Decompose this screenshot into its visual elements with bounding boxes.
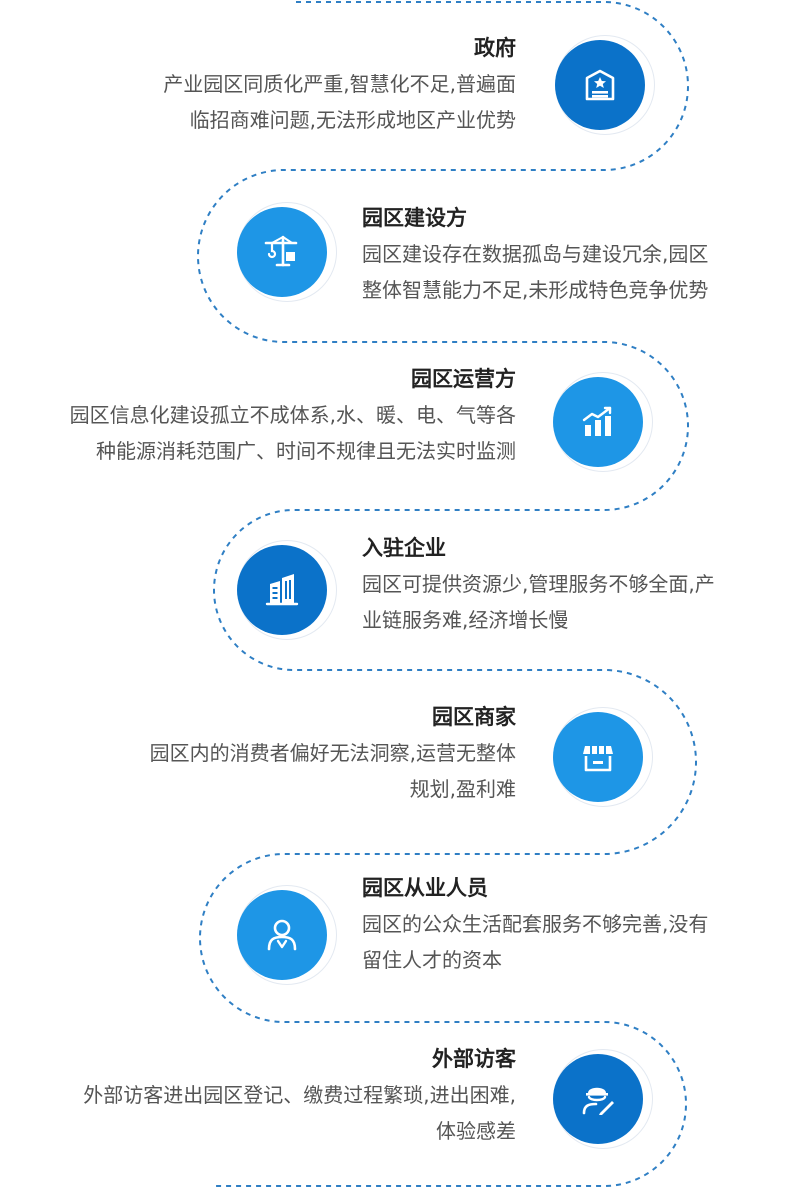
entry-description: 园区建设存在数据孤岛与建设冗余,园区 整体智慧能力不足,未形成特色竞争优势 bbox=[362, 242, 709, 302]
builder-badge bbox=[237, 207, 327, 297]
operator-badge bbox=[553, 377, 643, 467]
office-buildings-icon bbox=[265, 574, 299, 606]
visitor-icon bbox=[582, 1087, 614, 1115]
storefront-icon bbox=[583, 746, 613, 772]
entry-description: 园区信息化建设孤立不成体系,水、暖、电、气等各 种能源消耗范围广、时间不规律且无… bbox=[69, 403, 516, 463]
entry-government: 政府 产业园区同质化严重,智慧化不足,普遍面 临招商难问题,无法形成地区产业优势 bbox=[163, 34, 516, 138]
entry-title: 园区从业人员 bbox=[362, 876, 488, 900]
entry-description: 园区的公众生活配套服务不够完善,没有 留住人才的资本 bbox=[362, 912, 709, 972]
crane-icon bbox=[264, 235, 298, 267]
entry-title: 园区运营方 bbox=[411, 367, 516, 391]
entry-title: 园区建设方 bbox=[362, 206, 467, 230]
visitor-badge bbox=[553, 1054, 643, 1144]
entry-title: 入驻企业 bbox=[362, 536, 446, 560]
employee-icon bbox=[267, 919, 297, 951]
entry-title: 外部访客 bbox=[432, 1047, 516, 1071]
entry-description: 园区可提供资源少,管理服务不够全面,产 业链服务难,经济增长慢 bbox=[362, 572, 715, 632]
entry-description: 园区内的消费者偏好无法洞察,运营无整体 规划,盈利难 bbox=[149, 741, 516, 801]
entry-park-operator: 园区运营方 园区信息化建设孤立不成体系,水、暖、电、气等各 种能源消耗范围广、时… bbox=[70, 365, 516, 469]
entry-tenant-enterprise: 入驻企业 园区可提供资源少,管理服务不够全面,产 业链服务难,经济增长慢 bbox=[362, 534, 715, 638]
entry-title: 园区商家 bbox=[432, 705, 516, 729]
government-building-icon bbox=[585, 69, 615, 101]
employee-badge bbox=[237, 890, 327, 980]
entry-description: 产业园区同质化严重,智慧化不足,普遍面 临招商难问题,无法形成地区产业优势 bbox=[163, 72, 516, 132]
entry-park-employees: 园区从业人员 园区的公众生活配套服务不够完善,没有 留住人才的资本 bbox=[362, 874, 708, 978]
entry-title: 政府 bbox=[474, 36, 516, 60]
merchant-badge bbox=[553, 712, 643, 802]
entry-external-visitor: 外部访客 外部访客进出园区登记、缴费过程繁琐,进出困难, 体验感差 bbox=[83, 1045, 516, 1149]
growth-chart-icon bbox=[582, 406, 612, 436]
government-badge bbox=[555, 40, 645, 130]
entry-park-merchant: 园区商家 园区内的消费者偏好无法洞察,运营无整体 规划,盈利难 bbox=[150, 703, 516, 807]
entry-park-builder: 园区建设方 园区建设存在数据孤岛与建设冗余,园区 整体智慧能力不足,未形成特色竞… bbox=[362, 204, 708, 308]
entry-description: 外部访客进出园区登记、缴费过程繁琐,进出困难, 体验感差 bbox=[83, 1083, 516, 1143]
enterprise-badge bbox=[237, 545, 327, 635]
